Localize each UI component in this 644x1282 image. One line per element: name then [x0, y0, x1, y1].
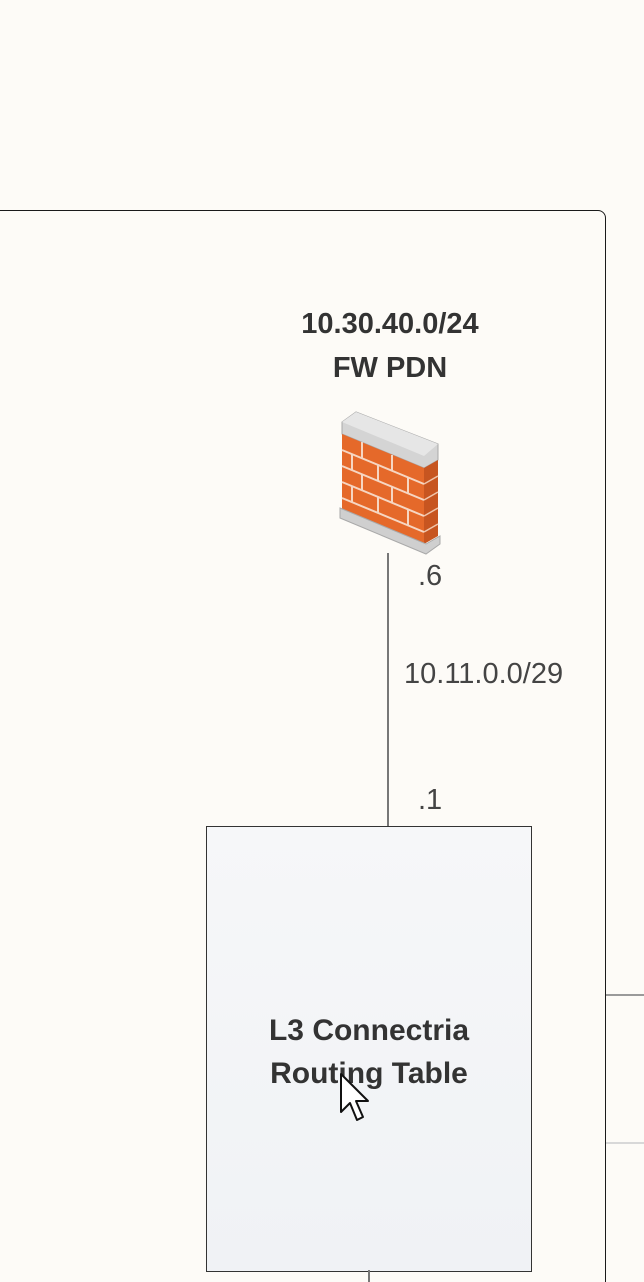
mouse-pointer-icon — [338, 1072, 370, 1124]
router-label-line2: Routing Table — [270, 1057, 468, 1090]
l3-routing-table-node[interactable]: L3 Connectria Routing Table — [206, 826, 532, 1272]
router-label-line1: L3 Connectria — [268, 1014, 470, 1047]
router-interface-ip: .1 — [418, 784, 443, 816]
firewall-name-label: FW PDN — [332, 352, 448, 384]
fw-router-link — [387, 553, 389, 827]
firewall-icon[interactable] — [334, 408, 442, 556]
router-label: L3 Connectria Routing Table — [207, 1009, 531, 1095]
router-downlink — [368, 1270, 370, 1282]
firewall-subnet-label: 10.30.40.0/24 — [301, 308, 479, 340]
external-connector-line-lower — [606, 1142, 644, 1144]
network-zone-container — [0, 210, 606, 1282]
fw-interface-ip: .6 — [418, 560, 443, 592]
external-connector-line — [606, 994, 644, 996]
link-subnet-label: 10.11.0.0/29 — [404, 658, 564, 690]
